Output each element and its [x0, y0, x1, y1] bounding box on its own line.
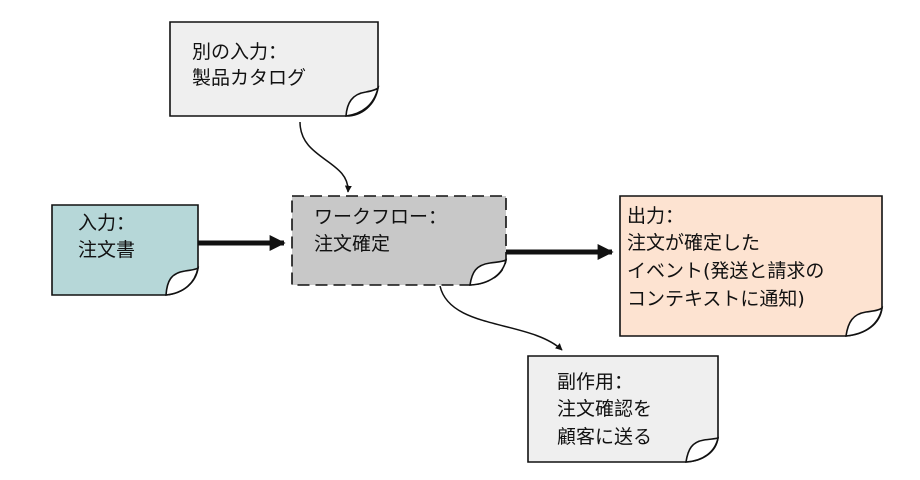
note-side-effect-line-1: 注文確認を: [557, 398, 652, 420]
note-workflow: ワークフロー： 注文確定: [291, 195, 508, 286]
edge-catalog-to-workflow: [299, 121, 352, 193]
note-input-title: 入力：: [78, 212, 135, 234]
note-input-body: 注文書: [78, 239, 135, 261]
note-workflow-body: 注文確定: [314, 233, 390, 255]
note-output-line-2: イベント(発送と請求の: [627, 260, 824, 282]
edges: [198, 121, 614, 351]
edge-workflow-to-side-effect: [439, 285, 563, 351]
note-other-input: 別の入力： 製品カタログ: [169, 21, 380, 117]
note-output-line-1: 注文が確定した: [627, 232, 760, 254]
note-side-effect: 副作用： 注文確認を 顧客に送る: [527, 355, 720, 463]
note-output-line-3: コンテキストに通知): [627, 288, 805, 310]
note-other-input-title: 別の入力：: [192, 41, 287, 63]
note-input: 入力： 注文書: [51, 204, 200, 296]
note-output-title: 出力：: [627, 205, 684, 227]
note-side-effect-line-2: 顧客に送る: [557, 426, 652, 448]
note-side-effect-title: 副作用：: [557, 371, 633, 393]
note-output: 出力： 注文が確定した イベント(発送と請求の コンテキストに通知): [619, 195, 884, 337]
note-other-input-body: 製品カタログ: [192, 67, 306, 89]
note-workflow-title: ワークフロー：: [314, 206, 447, 228]
